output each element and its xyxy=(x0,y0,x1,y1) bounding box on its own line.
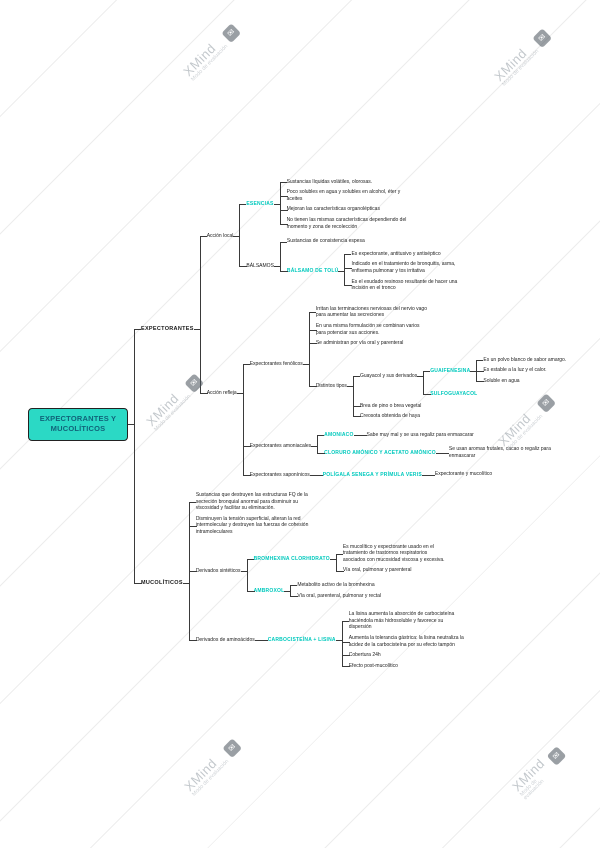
note-efecto-post-mucolitico[interactable]: Efecto post-mucolítico xyxy=(348,662,398,669)
topic-expectorantes-saponinicos[interactable]: Expectorantes saponínicos xyxy=(249,471,310,478)
note-sabe-muy-mal-y-se-usa-regaliz-[interactable]: Sabe muy mal y se usa regaliz para enmas… xyxy=(366,431,474,438)
note-es-un-polvo-blanco-de-sabor-am[interactable]: Es un polvo blanco de sabor amargo. xyxy=(483,356,567,363)
note-creosota-obtenida-de-haya[interactable]: Creosota obtenida de haya xyxy=(359,413,420,420)
note-en-una-misma-formulacion-se-co[interactable]: En una misma formulación se combinan var… xyxy=(315,322,420,336)
note-se-usan-aromas-frutales-cacao-[interactable]: Se usan aromas frutales, cacao o regaliz… xyxy=(448,446,551,459)
note-via-oral-parenteral-pulmonar-y[interactable]: Vía oral, parenteral, pulmonar y rectal xyxy=(297,592,381,599)
topic-expectorantes-y-mucoliticos[interactable]: EXPECTORANTES Y MUCOLÍTICOS xyxy=(28,407,128,441)
topic-amoniaco[interactable]: AMONIACO xyxy=(324,432,354,438)
topic-carbocisteina-lisina[interactable]: CARBOCISTEÍNA + LISINA xyxy=(267,637,336,644)
topic-derivados-sinteticos[interactable]: Derivados sintéticos xyxy=(195,568,241,575)
topic-ambroxol[interactable]: AMBROXOL xyxy=(253,587,285,594)
note-disminuyen-la-tension-superfic[interactable]: Disminuyen la tensión superficial, alter… xyxy=(195,515,309,536)
note-irritan-las-terminaciones-nerv[interactable]: Irritan las terminaciones nerviosas del … xyxy=(315,305,427,319)
topic-expectorantes-fenolicos[interactable]: Expectorantes fenólicos xyxy=(249,360,303,367)
note-mejoran-las-caracteristicas-or[interactable]: Mejoran las características organoléptic… xyxy=(286,206,380,213)
topic-poligala-senega-y-primula-veri[interactable]: POLÍGALA SENEGA Y PRÍMULA VERIS xyxy=(322,471,422,478)
topic-accion-refleja[interactable]: Acción refleja xyxy=(206,389,237,396)
topic-expectorantes[interactable]: EXPECTORANTES xyxy=(141,326,194,333)
topic-mucoliticos[interactable]: MUCOLÍTICOS xyxy=(141,579,183,586)
topic-balsamo-de-tolu[interactable]: BÁLSAMO DE TOLÚ xyxy=(286,268,339,275)
topic-esencias[interactable]: ESENCIAS xyxy=(246,201,274,208)
topic-bromhexina-clorhidrato[interactable]: BROMHEXINA CLORHIDRATO xyxy=(253,555,330,562)
note-la-lisina-aumenta-la-absorcion[interactable]: La lisina aumenta la absorción de carboc… xyxy=(348,611,455,631)
note-es-mucolitico-y-expectorante-u[interactable]: Es mucolítico y expectorante usado en el… xyxy=(342,543,445,563)
note-soluble-en-agua[interactable]: Soluble en agua xyxy=(483,377,520,384)
note-no-tienen-las-mismas-caracteri[interactable]: No tienen las mismas características dep… xyxy=(286,217,407,230)
topic-guayacol-y-sus-derivados[interactable]: Guayacol y sus derivados xyxy=(359,372,418,379)
note-sustancias-de-consistencia-esp[interactable]: Sustancias de consistencia espesa xyxy=(286,238,365,245)
mindmap: EXPECTORANTES Y MUCOLÍTICOS EXPECTORANTES… xyxy=(28,0,566,848)
note-expectorante-y-mucolitico[interactable]: Expectorante y mucolítico xyxy=(434,471,493,478)
topic-guaifenesina[interactable]: GUAIFENESINA xyxy=(430,367,471,374)
note-metabolito-activo-de-la-bromhe[interactable]: Metabolito activo de la bromhexina xyxy=(297,582,375,589)
topic-derivados-de-aminoacidos[interactable]: Derivados de aminoácidos xyxy=(195,637,255,644)
topic-accion-local[interactable]: Acción local xyxy=(206,233,234,240)
topic-distintos-tipos[interactable]: Distintos tipos xyxy=(315,383,347,390)
note-es-estable-a-la-luz-y-el-calor[interactable]: Es estable a la luz y el calor. xyxy=(483,367,547,374)
note-cobertura-24h[interactable]: Cobertura 24h xyxy=(348,652,381,659)
note-sustancias-que-destruyen-las-e[interactable]: Sustancias que destruyen las estructuras… xyxy=(195,492,308,512)
note-se-administran-por-via-oral-y-[interactable]: Se administran por vía oral y parenteral xyxy=(315,340,404,347)
note-indicado-en-el-tratamiento-de-[interactable]: Indicado en el tratamiento de bronquitis… xyxy=(351,261,456,274)
note-poco-solubles-en-agua-y-solubl[interactable]: Poco solubles en agua y solubles en alco… xyxy=(286,189,401,202)
topic-balsamos[interactable]: BÁLSAMOS xyxy=(246,262,274,269)
note-es-expectorante-antitusivo-y-a[interactable]: Es expectorante, antitusivo y antiséptic… xyxy=(351,250,441,257)
note-via-oral-pulmonar-y-parenteral[interactable]: Vía oral, pulmonar y parenteral xyxy=(342,567,412,574)
note-brea-de-pino-o-brea-vegetal[interactable]: Brea de pino o brea vegetal xyxy=(359,402,422,409)
note-es-el-exudado-resinoso-resulta[interactable]: Es el exudado resinoso resultante de hac… xyxy=(351,278,458,292)
note-sustancias-liquidas-volatiles-[interactable]: Sustancias líquidas volátiles, olorosas. xyxy=(286,178,373,185)
topic-expectorantes-amoniacales[interactable]: Expectorantes amoniacales xyxy=(249,442,312,449)
note-aumenta-la-tolerancia-gastrica[interactable]: Aumenta la tolerancia gástrica: la lisin… xyxy=(348,634,464,648)
topic-cloruro-amonico-y-acetato-amon[interactable]: CLORURO AMÓNICO Y ACETATO AMÓNICO xyxy=(324,449,436,456)
topic-sulfoguayacol[interactable]: SULFOGUAYACOL xyxy=(430,390,478,397)
